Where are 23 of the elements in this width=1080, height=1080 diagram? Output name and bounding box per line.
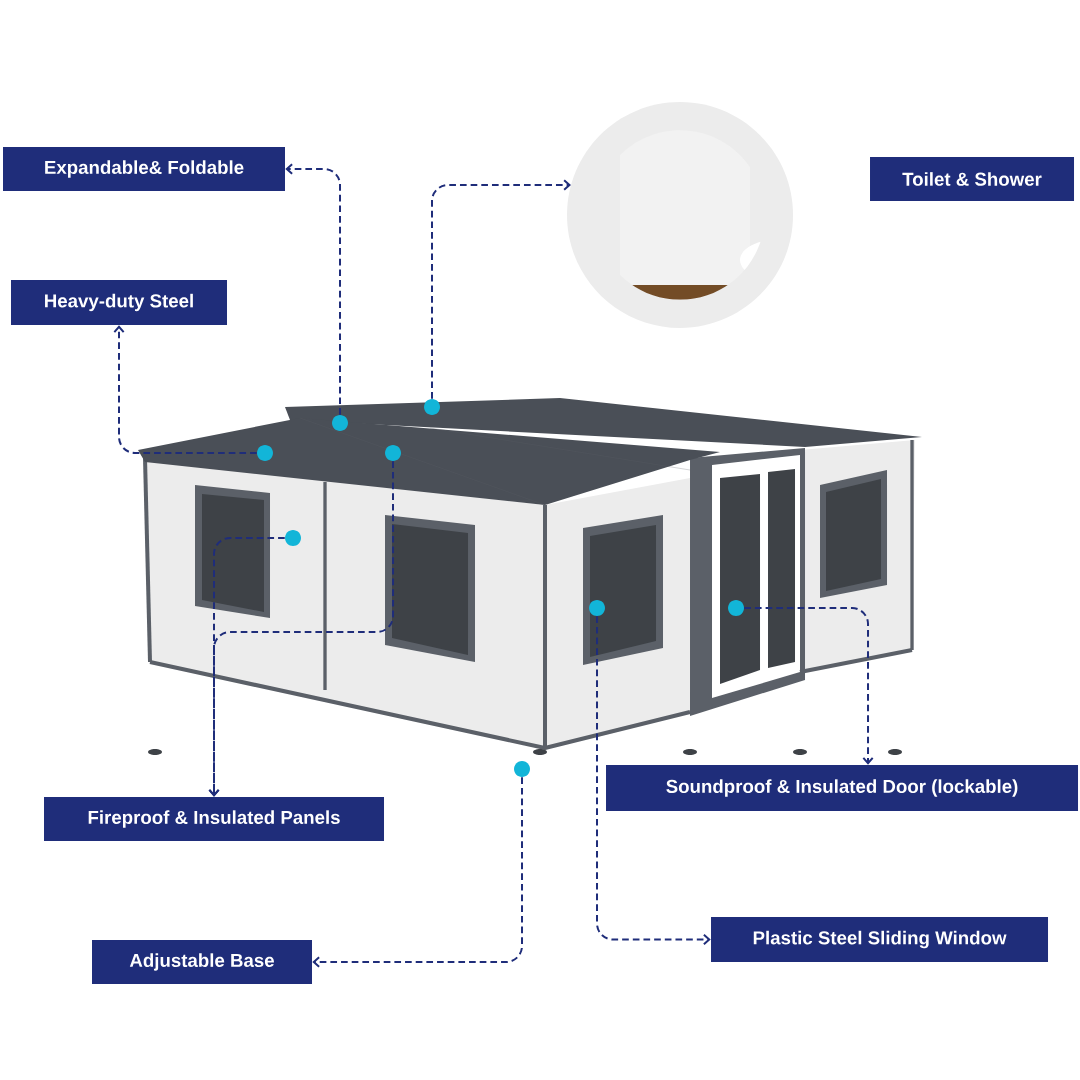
marker-dot — [589, 600, 605, 616]
leader-line — [285, 163, 341, 416]
leader-line — [743, 607, 874, 765]
leader-line — [208, 537, 286, 797]
leader-line — [596, 615, 711, 946]
marker-dot — [728, 600, 744, 616]
leader-line — [312, 776, 523, 968]
label-box: Fireproof & Insulated Panels — [44, 797, 384, 841]
marker-dot — [285, 530, 301, 546]
label-box: Plastic Steel Sliding Window — [711, 917, 1048, 962]
bathroom-photo — [567, 102, 793, 328]
marker-dot — [257, 445, 273, 461]
label-box: Adjustable Base — [92, 940, 312, 984]
label-box: Heavy-duty Steel — [11, 280, 227, 325]
marker-dot — [424, 399, 440, 415]
label-box: Expandable& Foldable — [3, 147, 285, 191]
marker-dot — [385, 445, 401, 461]
leader-line — [113, 325, 258, 454]
leader-line — [431, 179, 571, 400]
label-box: Soundproof & Insulated Door (lockable) — [606, 765, 1078, 811]
label-box: Toilet & Shower — [870, 157, 1074, 201]
marker-dot — [514, 761, 530, 777]
marker-dot — [332, 415, 348, 431]
